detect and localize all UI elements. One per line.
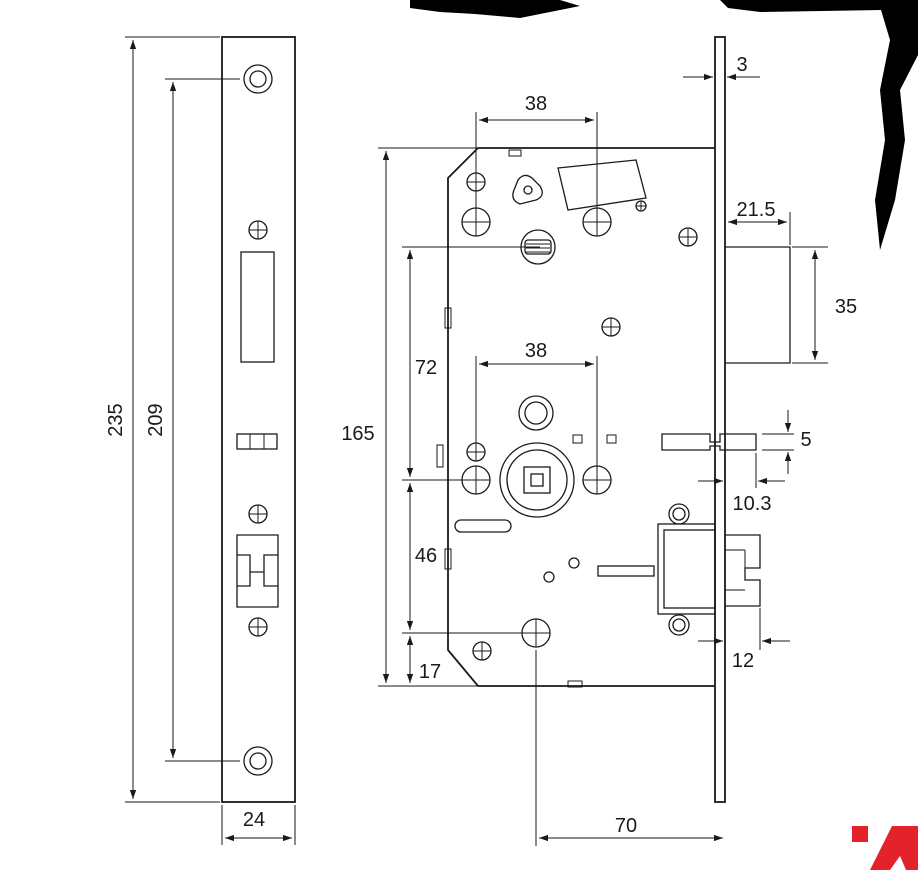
keyhole-cam (512, 174, 543, 205)
dim-handle-cylinder-label: 46 (415, 545, 437, 567)
dim-latch-height: 35 (792, 246, 857, 364)
slot (454, 519, 512, 533)
dim-faceplate-thickness: 3 (683, 54, 760, 81)
screw-hole-icon (582, 465, 612, 495)
screw-hole-icon (243, 746, 273, 776)
dim-latch-height-label: 35 (835, 296, 857, 318)
dim-mid-hole-spacing: 38 (475, 340, 598, 466)
latch-bolt (725, 246, 791, 364)
faceplate-outline (221, 36, 296, 803)
screw-hole-icon (248, 617, 268, 637)
dim-top-hole-spacing-label: 38 (525, 93, 547, 115)
dim-faceplate-width: 24 (221, 805, 296, 845)
dim-faceplate-thickness-label: 3 (736, 54, 747, 76)
cylinder-pin (518, 395, 554, 431)
screw-hole-icon (601, 317, 621, 337)
screw-hole-icon (582, 207, 612, 237)
deadbolt-opening (236, 534, 279, 608)
dim-body-height-label: 165 (341, 423, 374, 445)
dim-cylinder-bottom: 17 (406, 636, 441, 683)
dim-screw-spacing-label: 209 (145, 403, 167, 436)
dim-deadbolt-projection-label: 12 (732, 650, 754, 672)
screw-hole-icon (248, 220, 268, 240)
lock-body-view (436, 36, 791, 803)
dim-backset: 70 (535, 650, 723, 846)
screw-hole-icon (635, 200, 647, 212)
dim-screw-spacing: 209 (145, 78, 240, 762)
latch-opening (240, 251, 275, 363)
aux-latch (661, 433, 757, 451)
dim-aux-latch-height-label: 5 (800, 429, 811, 451)
screw-hole-icon (472, 641, 492, 661)
faceplate-edge (714, 36, 726, 803)
screw-hole-icon (248, 504, 268, 524)
spindle-hub (499, 442, 575, 518)
dim-latch-projection: 21.5 (728, 199, 791, 245)
dim-faceplate-length-label: 235 (105, 403, 127, 436)
logo-mark-icon (852, 826, 918, 870)
dim-cylinder-bottom-label: 17 (419, 661, 441, 683)
dim-top-hole-spacing: 38 (475, 93, 598, 208)
dim-latch-projection-label: 21.5 (737, 199, 776, 221)
dim-aux-latch-projection-label: 10.3 (733, 493, 772, 515)
faceplate-view (221, 36, 296, 803)
dim-aux-latch-height: 5 (762, 410, 812, 474)
dim-backset-label: 70 (615, 815, 637, 837)
screw-hole-icon (678, 227, 698, 247)
aux-latch-opening (236, 433, 278, 450)
dim-mid-hole-spacing-label: 38 (525, 340, 547, 362)
screw-hole-icon (461, 207, 491, 237)
dim-body-height: 165 (341, 147, 478, 687)
cam-block (557, 159, 647, 211)
dim-deadbolt-projection: 12 (698, 608, 790, 672)
screw-hole-icon (243, 64, 273, 94)
dim-aux-latch-projection: 10.3 (698, 453, 785, 515)
lever-bar (597, 565, 655, 577)
dim-faceplate-width-label: 24 (243, 809, 265, 831)
top-black-shape (410, 0, 918, 250)
dim-handle-cylinder: 46 (402, 483, 536, 634)
screw-hole-icon (466, 442, 486, 462)
deadbolt-assembly (657, 503, 761, 636)
dim-handle-latch: 72 (402, 246, 540, 481)
dim-handle-latch-label: 72 (415, 357, 437, 379)
dim-faceplate-length: 235 (105, 36, 220, 803)
